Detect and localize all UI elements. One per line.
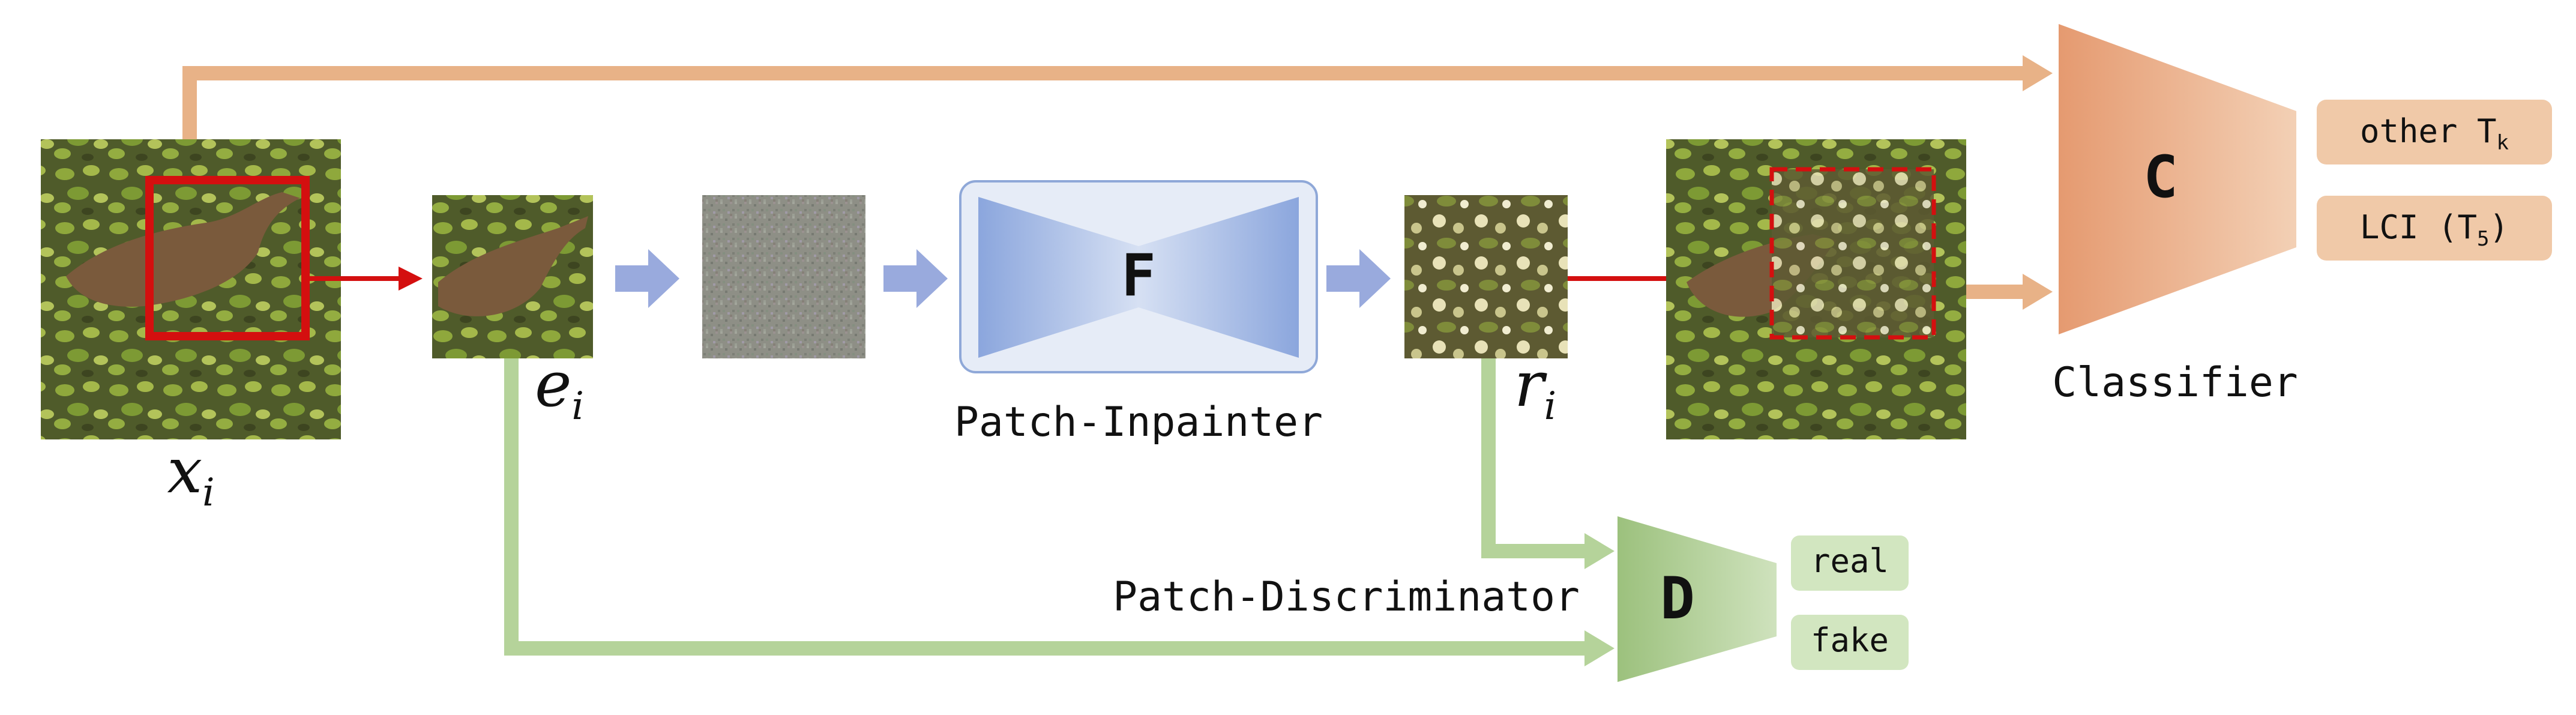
classifier-symbol: C	[2143, 143, 2178, 211]
output-other-label: other Tk	[2360, 112, 2509, 155]
orange-arrowhead-composite	[2023, 274, 2053, 310]
patch-bird-silhouette	[438, 216, 588, 316]
output-box-fake	[1791, 615, 1909, 670]
classifier-trapezoid	[2059, 24, 2296, 334]
label-ri: ri	[1514, 348, 1556, 429]
output-box-other	[2317, 100, 2552, 164]
orange-bypass-path	[182, 66, 2023, 139]
blue-arrow-2	[883, 249, 948, 308]
label-xi: xi	[167, 434, 214, 515]
inpainter-symbol: F	[1121, 242, 1156, 309]
red-arrowhead-crop	[399, 267, 423, 291]
output-lci-label: LCI (T5)	[2360, 208, 2509, 251]
noise-image	[702, 195, 865, 358]
discriminator-trapezoid	[1618, 516, 1777, 682]
blue-arrow-3	[1326, 249, 1391, 308]
label-ei: ei	[535, 348, 584, 429]
patch-ri	[1404, 195, 1568, 358]
output-box-real	[1791, 535, 1909, 591]
classifier-label: Classifier	[2052, 359, 2298, 406]
bird-silhouette	[66, 192, 300, 307]
green-path-from-ri	[1481, 358, 1584, 558]
green-arrowhead-ei	[1584, 630, 1615, 666]
inpainter-left-wedge	[978, 197, 1139, 358]
blue-arrow-1	[615, 249, 679, 308]
orange-arrowhead-top	[2023, 55, 2053, 91]
output-fake-label: fake	[1811, 621, 1889, 659]
inpainter-right-wedge	[1139, 197, 1299, 358]
green-path-from-ei	[504, 358, 1584, 656]
discriminator-label: Patch-Discriminator	[1113, 573, 1580, 621]
composite-inpaint-region	[1772, 169, 1934, 337]
composite-dashed-box	[1769, 167, 1936, 340]
output-box-lci	[2317, 196, 2552, 261]
inpainter-label: Patch-Inpainter	[954, 399, 1323, 446]
crop-box	[145, 176, 310, 340]
discriminator-symbol: D	[1660, 565, 1695, 632]
green-arrowhead-ri	[1584, 533, 1615, 569]
output-real-label: real	[1811, 542, 1889, 580]
